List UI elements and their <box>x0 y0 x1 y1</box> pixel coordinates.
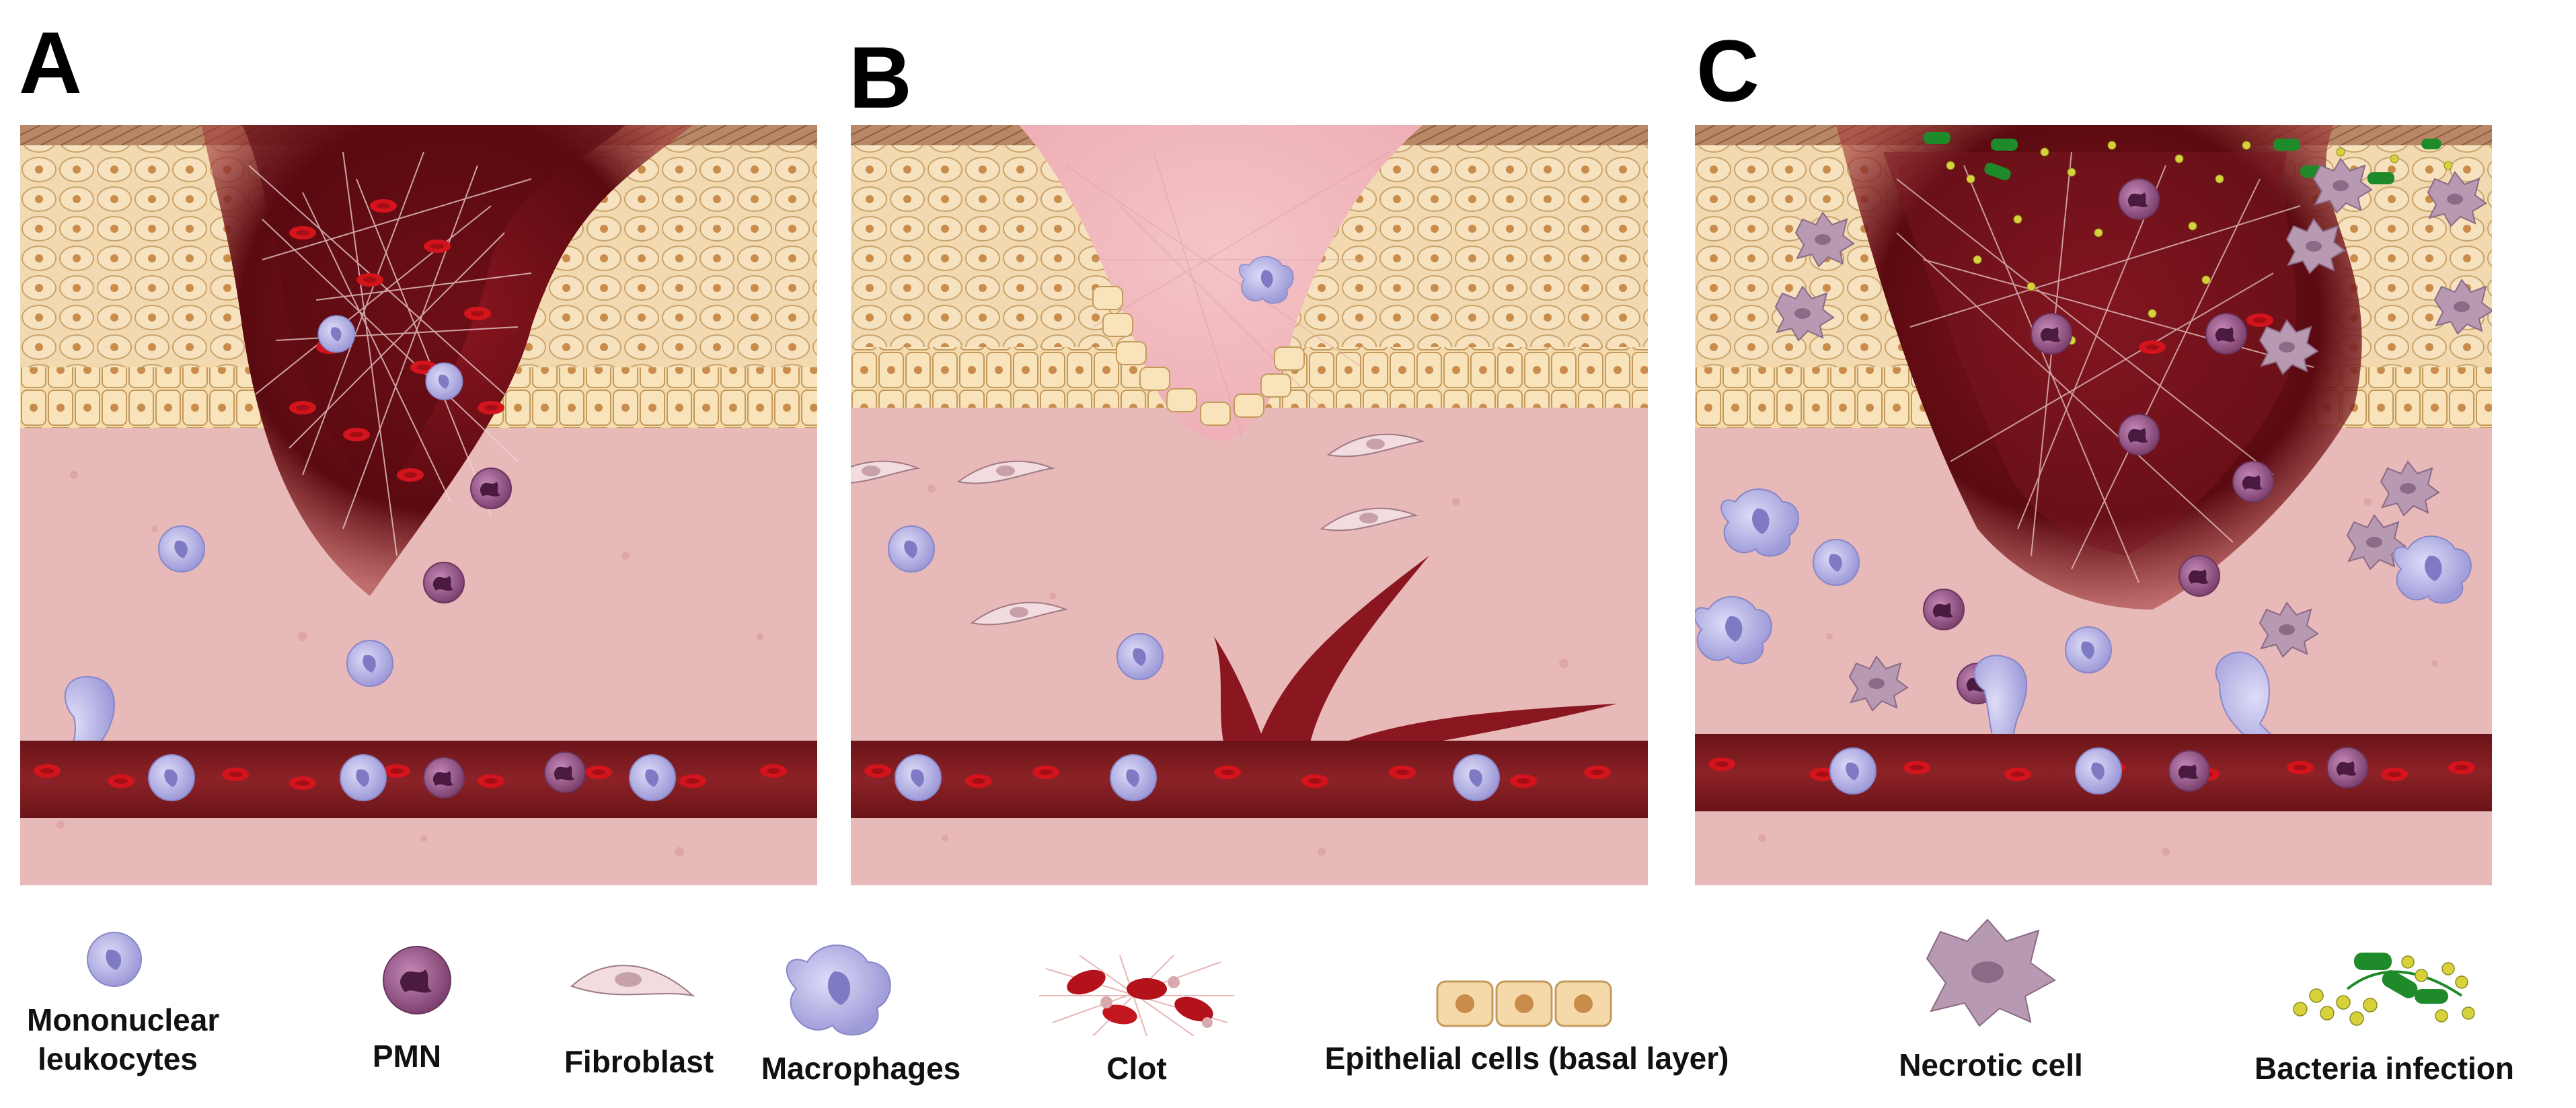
legend-label-bacteria: Bacteria infection <box>2255 1051 2514 1086</box>
legend-label-clot: Clot <box>1106 1051 1167 1086</box>
legend-label-necrotic: Necrotic cell <box>1899 1047 2083 1082</box>
panel-c <box>1695 125 2492 885</box>
bacteria-icon <box>2293 953 2475 1026</box>
panel-letter-c: C <box>1696 22 1759 120</box>
panel-a-illustration <box>20 125 817 885</box>
legend-label-epithelial: Epithelial cells (basal layer) <box>1324 1041 1729 1076</box>
legend-label-fibroblast: Fibroblast <box>564 1044 714 1079</box>
macrophage-icon <box>786 945 891 1036</box>
fibroblast-icon <box>570 965 695 997</box>
legend-label-mononuclear-line2: leukocytes <box>38 1041 198 1076</box>
panel-c-illustration <box>1695 125 2492 885</box>
mononuclear-leukocyte-icon <box>87 932 142 987</box>
epithelial-cells-icon <box>1436 980 1612 1027</box>
legend-label-mononuclear: Mononuclear leukocytes <box>27 1001 220 1078</box>
panel-letter-a: A <box>19 13 82 112</box>
pmn-icon <box>383 946 451 1014</box>
clot-icon <box>1039 955 1234 1036</box>
panel-a <box>20 125 817 885</box>
legend-label-pmn: PMN <box>372 1039 442 1074</box>
necrotic-cell-icon <box>1926 918 2056 1027</box>
legend-label-mononuclear-line1: Mononuclear <box>27 1002 220 1037</box>
panel-letter-b: B <box>849 28 912 126</box>
panel-b-illustration <box>851 125 1648 885</box>
panel-b <box>851 125 1648 885</box>
legend-label-macrophages: Macrophages <box>761 1051 961 1086</box>
